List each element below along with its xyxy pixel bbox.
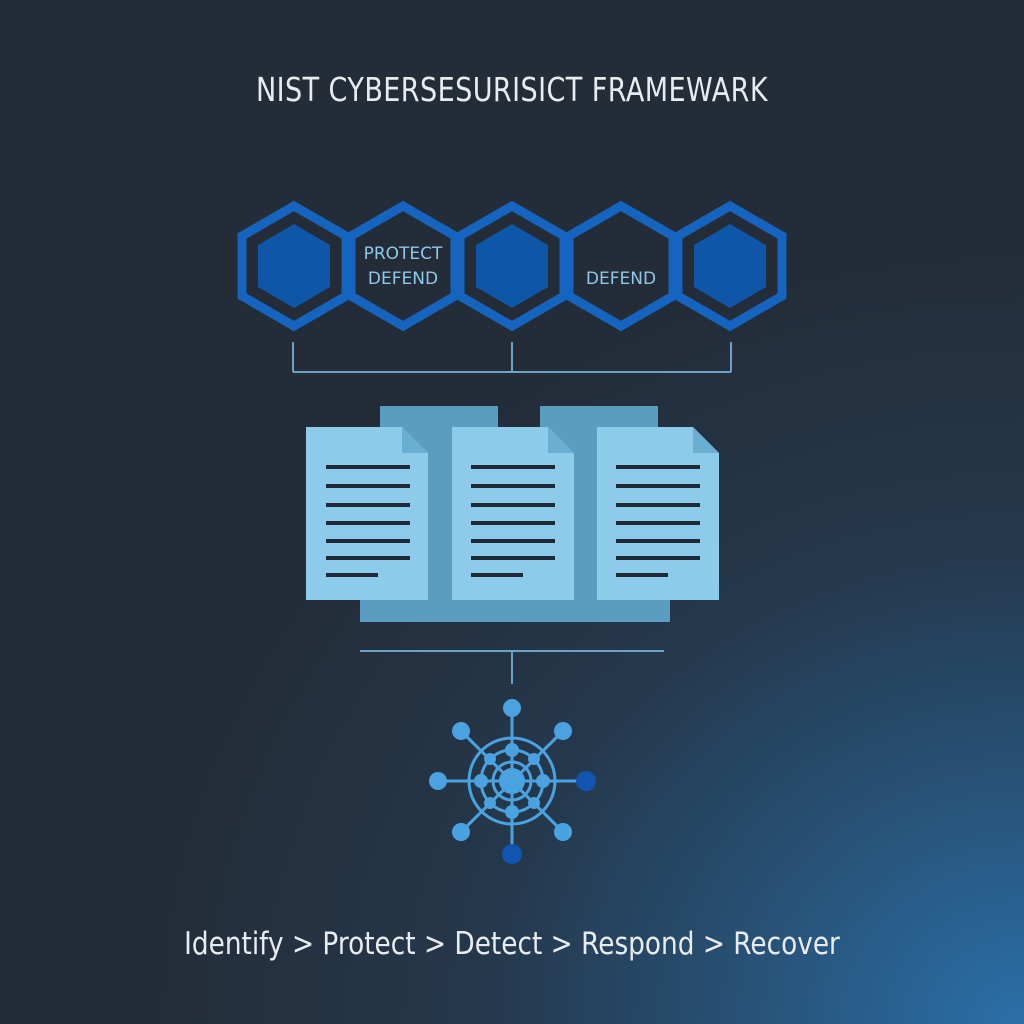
hexagon-2: PROTECT DEFEND: [346, 200, 460, 332]
hexagon-4: DEFEND: [564, 200, 678, 332]
network-hub-icon: [429, 699, 596, 864]
document-1: [306, 427, 428, 600]
document-stack: [306, 406, 719, 622]
hexagon-2-label-line1: PROTECT: [364, 244, 443, 264]
hexagon-2-label-line2: DEFEND: [368, 269, 438, 289]
document-3: [597, 427, 719, 600]
framework-flow-text: Identify > Protect > Detect > Respond > …: [184, 926, 840, 962]
hexagon-bracket-connector: [292, 342, 732, 373]
hexagon-1: [237, 200, 351, 332]
diagram-title: NIST CYBERSESURISICT FRAMEWARK: [255, 70, 769, 109]
hexagon-row: PROTECT DEFEND DEFEND: [237, 200, 787, 332]
document-2: [452, 427, 574, 600]
hexagon-4-label-line2: DEFEND: [586, 269, 656, 289]
hexagon-5: [673, 200, 787, 332]
hexagon-3: [455, 200, 569, 332]
document-network-connector: [360, 650, 664, 684]
